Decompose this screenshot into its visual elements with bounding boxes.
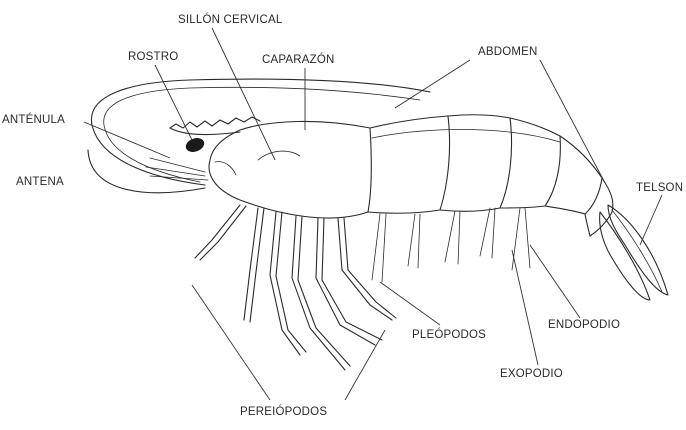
antenna-flagellum [88, 79, 430, 193]
pleopods [372, 208, 530, 282]
abdomen-segments [368, 115, 613, 236]
telson [600, 205, 668, 300]
rostrum [170, 117, 260, 135]
label-caparazon: CAPARAZÓN [262, 53, 335, 66]
label-telson: TELSON [636, 182, 683, 194]
label-pereiopodos: PEREIÓPODOS [240, 405, 327, 418]
eye [184, 136, 205, 153]
label-abdomen: ABDOMEN [478, 46, 538, 58]
label-antenula: ANTÉNULA [2, 113, 65, 126]
label-pleopodos: PLEÓPODOS [412, 328, 486, 341]
label-endopodio: ENDOPODIO [548, 319, 620, 331]
label-rostro: ROSTRO [128, 51, 178, 63]
label-sillon-cervical: SILLÓN CERVICAL [178, 13, 283, 26]
label-exopodio: EXOPODIO [500, 368, 563, 380]
carapace [209, 121, 371, 218]
label-antena: ANTENA [16, 176, 64, 188]
pereiopods [195, 205, 396, 370]
